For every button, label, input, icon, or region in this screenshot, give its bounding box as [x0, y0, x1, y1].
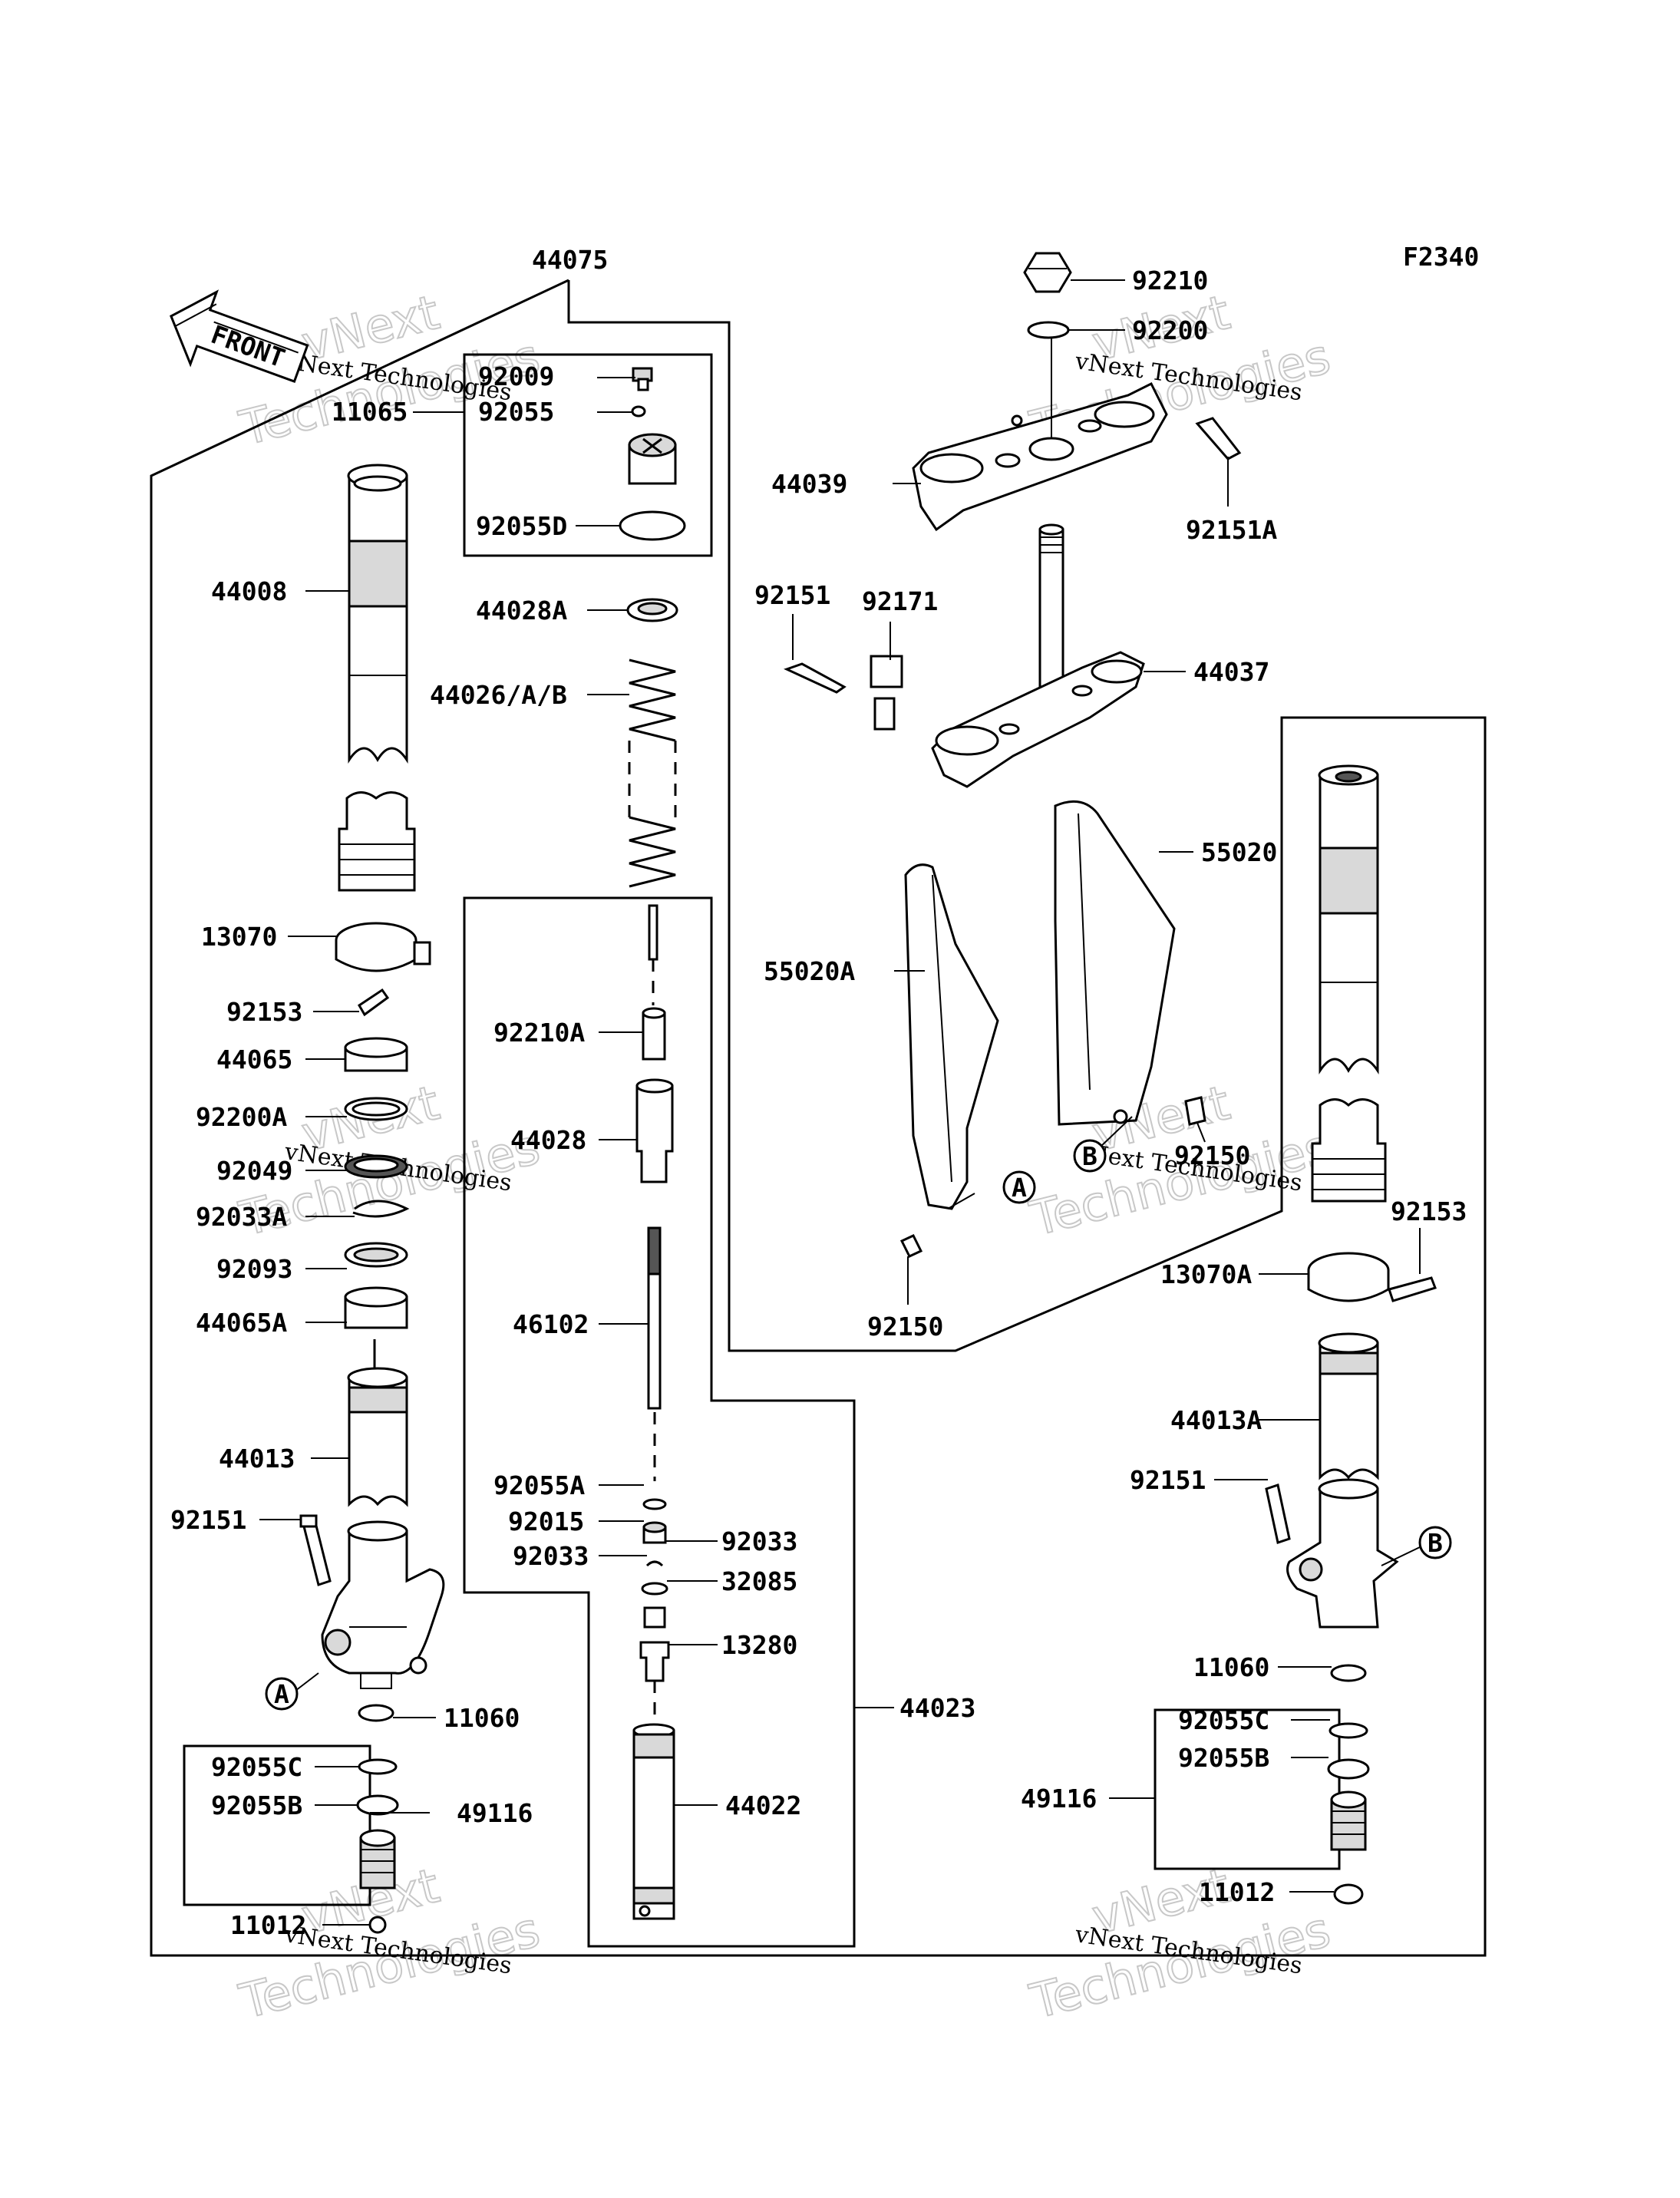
label-92015: 92015	[508, 1507, 584, 1536]
label-44013A: 44013A	[1170, 1405, 1262, 1435]
label-92210: 92210	[1132, 266, 1208, 295]
label-92200A: 92200A	[196, 1102, 287, 1132]
label-46102: 46102	[513, 1309, 589, 1339]
label-44075: 44075	[532, 245, 608, 275]
label-92151A: 92151A	[1186, 515, 1277, 545]
outer-tube-right	[1318, 1332, 1379, 1480]
label-13280: 13280	[721, 1630, 797, 1660]
svg-text:B: B	[1082, 1141, 1097, 1171]
label-92150-b: 92150	[867, 1312, 943, 1342]
label-55020A: 55020A	[764, 956, 855, 986]
watermark-bottom-right: vNext Technologies vNext Technologies	[1024, 1856, 1336, 2031]
damper-assembly-left	[356, 1758, 399, 1934]
inner-tube-right	[1318, 764, 1379, 1074]
label-44008: 44008	[211, 576, 287, 606]
label-92049: 92049	[216, 1156, 292, 1186]
label-92151-right: 92151	[1130, 1465, 1206, 1495]
label-44026: 44026/A/B	[430, 680, 567, 710]
label-44028A: 44028A	[476, 596, 567, 625]
label-44065A: 44065A	[196, 1308, 287, 1338]
label-44028: 44028	[510, 1125, 586, 1155]
axle-holder-right	[1265, 1478, 1399, 1682]
clamp-left	[335, 922, 431, 1017]
label-11065: 11065	[332, 397, 408, 427]
svg-text:A: A	[1012, 1173, 1027, 1203]
bush-stack-left	[344, 1037, 410, 1370]
label-92055C-right: 92055C	[1178, 1705, 1269, 1735]
label-44039: 44039	[771, 469, 847, 499]
label-92009: 92009	[478, 361, 554, 391]
label-11060-left: 11060	[444, 1703, 520, 1733]
callout-b-right: B	[1418, 1526, 1452, 1559]
label-92055D: 92055D	[476, 511, 567, 541]
label-11012-left: 11012	[230, 1910, 306, 1940]
label-92153-right: 92153	[1391, 1196, 1467, 1226]
label-92033-a: 92033	[721, 1526, 797, 1556]
label-92171: 92171	[862, 586, 938, 616]
axle-holder-left	[299, 1514, 445, 1722]
label-92151-left: 92151	[170, 1505, 246, 1535]
part-labels: 44075 92009 11065 92055 92055D 44008 440…	[170, 245, 1467, 1940]
label-11060-right: 11060	[1193, 1652, 1269, 1682]
label-92055B-left: 92055B	[211, 1790, 302, 1820]
label-44037: 44037	[1193, 657, 1269, 687]
label-92151-mid: 92151	[754, 580, 830, 610]
label-92055A: 92055A	[493, 1470, 585, 1500]
inner-tube-left	[347, 464, 408, 764]
label-49116-left: 49116	[457, 1798, 533, 1828]
label-44023: 44023	[899, 1693, 975, 1723]
svg-text:B: B	[1428, 1528, 1443, 1558]
label-13070A: 13070A	[1160, 1259, 1252, 1289]
label-13070: 13070	[201, 922, 277, 952]
damper-assembly-right	[1327, 1722, 1370, 1905]
outer-tube-left	[347, 1367, 408, 1507]
label-92210A: 92210A	[493, 1018, 585, 1048]
label-92150-a: 92150	[1174, 1140, 1250, 1170]
label-11012-right: 11012	[1199, 1877, 1275, 1907]
callout-a-right: A	[1002, 1170, 1036, 1204]
label-32085: 32085	[721, 1566, 797, 1596]
label-92200: 92200	[1132, 315, 1208, 345]
cartridge-assembly	[632, 904, 675, 1920]
dust-seal-boot-left	[338, 791, 416, 892]
callout-a-left: A	[265, 1677, 299, 1711]
top-clamp	[912, 252, 1242, 532]
steering-stem-bracket	[784, 523, 1145, 788]
fork-guard-55020A	[899, 863, 999, 1258]
label-44013: 44013	[219, 1444, 295, 1474]
label-92033A: 92033A	[196, 1202, 287, 1232]
label-92153-left: 92153	[226, 997, 302, 1027]
dust-seal-boot-right	[1311, 1098, 1387, 1203]
label-92055C-left: 92055C	[211, 1752, 302, 1782]
spring-seat-and-spring	[626, 598, 678, 888]
fork-cap-assembly	[619, 367, 686, 541]
label-92055B-right: 92055B	[1178, 1743, 1269, 1773]
assembly-outlines	[150, 279, 1487, 1957]
fork-guard-55020	[1054, 800, 1206, 1126]
label-44065: 44065	[216, 1045, 292, 1074]
label-49116-right: 49116	[1021, 1784, 1097, 1814]
label-92033-b: 92033	[513, 1541, 589, 1571]
label-92093: 92093	[216, 1254, 292, 1284]
label-44022: 44022	[725, 1790, 801, 1820]
leader-lines	[259, 279, 1422, 1926]
label-92055: 92055	[478, 397, 554, 427]
label-55020: 55020	[1201, 837, 1277, 867]
diagram-code: F2340	[1403, 242, 1479, 272]
callout-b-guard: B	[1073, 1139, 1107, 1173]
clamp-right	[1307, 1252, 1437, 1302]
front-arrow: FRONT	[170, 289, 309, 383]
svg-text:A: A	[274, 1679, 289, 1709]
